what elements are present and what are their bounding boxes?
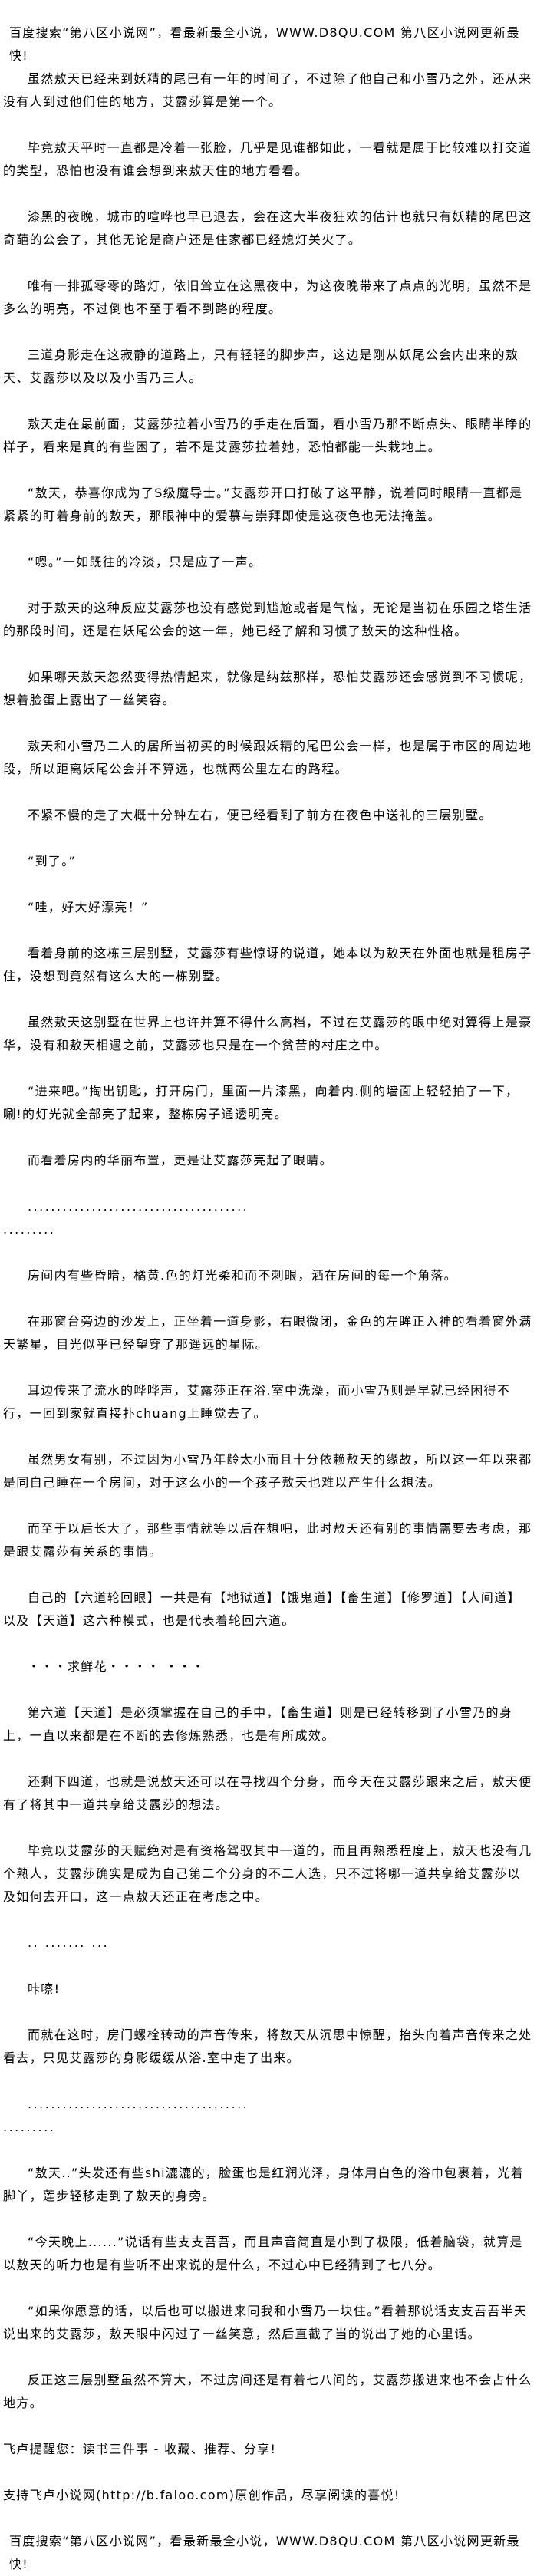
paragraph: “敖天，恭喜你成为了S级魔导士。”艾露莎开口打破了这平静，说着同时眼睛一直都是紧…	[3, 486, 523, 523]
paragraph: 不紧不慢的走了大概十分钟左右，便已经看到了前方在夜色中送礼的三层别墅。	[28, 808, 493, 822]
paragraph: “哇，好大好漂亮！”	[28, 900, 149, 914]
paragraph: 而至于以后长大了，那些事情就等以后在想吧，此时敖天还有别的事情需要去考虑，那是跟…	[3, 1521, 532, 1559]
paragraph: “今天晚上......”说话有些支支吾吾，而且声音简直是小到了极限，低着脑袋，就…	[3, 2235, 523, 2272]
paragraph: “嗯。”一如既往的冷淡，只是应了一声。	[28, 555, 262, 569]
paragraph: 如果哪天敖天忽然变得热情起来，就像是纳兹那样，恐怕艾露莎还会感觉到不习惯呢，想着…	[3, 670, 532, 707]
paragraph: 敖天走在最前面，艾露莎拉着小雪乃的手走在后面，看小雪乃那不断点头、眼睛半睁的样子…	[3, 417, 532, 454]
paragraph: 三道身影走在这寂静的道路上，只有轻轻的脚步声，这边是刚从妖尾公会内出来的敖天、艾…	[3, 348, 519, 385]
paragraph: 对于敖天的这种反应艾露莎也没有感觉到尴尬或者是气恼，无论是当初在乐园之塔生活的那…	[3, 601, 532, 638]
paragraph: “到了。”	[28, 854, 77, 868]
paragraph: 第六道【天道】是必须掌握在自己的手中，【畜生道】则是已经转移到了小雪乃的身上，一…	[3, 1705, 513, 1743]
paragraph: 而就在这时，房门螺栓转动的声音传来，将敖天从沉思中惊醒，抬头向着声音传来之处看去…	[3, 2028, 532, 2065]
paragraph: 飞卢提醒您：读书三件事 - 收藏、推荐、分享!	[3, 2442, 277, 2456]
paragraph: 在那窗台旁边的沙发上，正坐着一道身影，右眼微闭，金色的左眸正入神的看着窗外满天繁…	[3, 1314, 532, 1352]
paragraph: 而看着房内的华丽布置，更是让艾露莎亮起了眼睛。	[28, 1153, 333, 1168]
paragraph: 虽然敖天已经来到妖精的尾巴有一年的时间了，不过除了他自己和小雪乃之外，还从来没有…	[3, 71, 532, 109]
paragraph: 毕竟以艾露莎的天赋绝对是有资格驾驭其中一道的，而且再熟悉程度上，敖天也没有几个熟…	[3, 1843, 532, 1904]
paragraph: 虽然男女有别，不过因为小雪乃年龄太小而且十分依赖敖天的缘故，所以这一年以来都是同…	[3, 1452, 532, 1490]
paragraph: 还剩下四道，也就是说敖天还可以在寻找四个分身，而今天在艾露莎跟来之后，敖天便有了…	[3, 1774, 532, 1812]
paragraph: 反正这三层别墅虽然不算大，不过房间还是有着七八间的，艾露莎搬进来也不会占什么地方…	[3, 2373, 532, 2410]
paragraph: 虽然敖天这别墅在世界上也许并算不得什么高档，不过在艾露莎的眼中绝对算得上是豪华，…	[3, 1015, 532, 1052]
paragraph: ・・・求鲜花・・・・ ・・・	[28, 1659, 206, 1674]
scene-break: ...................................... .…	[3, 2097, 249, 2134]
paragraph: “如果你愿意的话，以后也可以搬进来同我和小雪乃一块住。”看着那说话支支吾吾半天说…	[3, 2304, 528, 2341]
paragraph: 看着身前的这栋三层别墅，艾露莎有些惊讶的说道，她本以为敖天在外面也就是租房子住，…	[3, 946, 532, 983]
paragraph: “进来吧。”掏出钥匙，打开房门，里面一片漆黑，向着内.侧的墙面上轻轻拍了一下，唰…	[3, 1084, 519, 1122]
paragraph: 耳边传来了流水的哗哗声，艾露莎正在浴.室中洗澡，而小雪乃则是早就已经困得不行，一…	[3, 1383, 511, 1421]
paragraph: 房间内有些昏暗，橘黄.色的灯光柔和而不刺眼，洒在房间的每一个角落。	[28, 1268, 457, 1283]
footer-banner: 百度搜索“第八区小说网”，看最新最全小说，WWW.D8QU.COM 第八区小说网…	[9, 2534, 520, 2571]
chapter-body: 虽然敖天已经来到妖精的尾巴有一年的时间了，不过除了他自己和小雪乃之外，还从来没有…	[3, 68, 532, 2507]
scene-break: .. ....... ...	[28, 1935, 110, 1950]
paragraph: 敖天和小雪乃二人的居所当初买的时候跟妖精的尾巴公会一样，也是属于市区的周边地段，…	[3, 739, 532, 776]
paragraph: “敖天..”头发还有些shi漉漉的，脸蛋也是红润光泽，身体用白色的浴巾包裹着，光…	[3, 2166, 524, 2203]
paragraph: 支持飞卢小说网(http://b.faloo.com)原创作品，尽享阅读的喜悦!	[3, 2488, 400, 2502]
header-banner: 百度搜索“第八区小说网”，看最新最全小说，WWW.D8QU.COM 第八区小说网…	[9, 25, 520, 63]
paragraph: 自己的【六道轮回眼】一共是有【地狱道】【饿鬼道】【畜生道】【修罗道】【人间道】以…	[3, 1590, 521, 1628]
paragraph: 毕竟敖天平时一直都是冷着一张脸，几乎是见谁都如此，一看就是属于比较难以打交道的类…	[3, 140, 532, 178]
paragraph: 唯有一排孤零零的路灯，依旧耸立在这黑夜中，为这夜晚带来了点点的光明，虽然不是多么…	[3, 278, 532, 316]
scene-break: ...................................... .…	[3, 1199, 249, 1237]
paragraph: 咔嚓!	[28, 1981, 61, 1996]
paragraph: 漆黑的夜晚，城市的喧哗也早已退去，会在这大半夜狂欢的估计也就只有妖精的尾巴这奇葩…	[3, 209, 532, 247]
